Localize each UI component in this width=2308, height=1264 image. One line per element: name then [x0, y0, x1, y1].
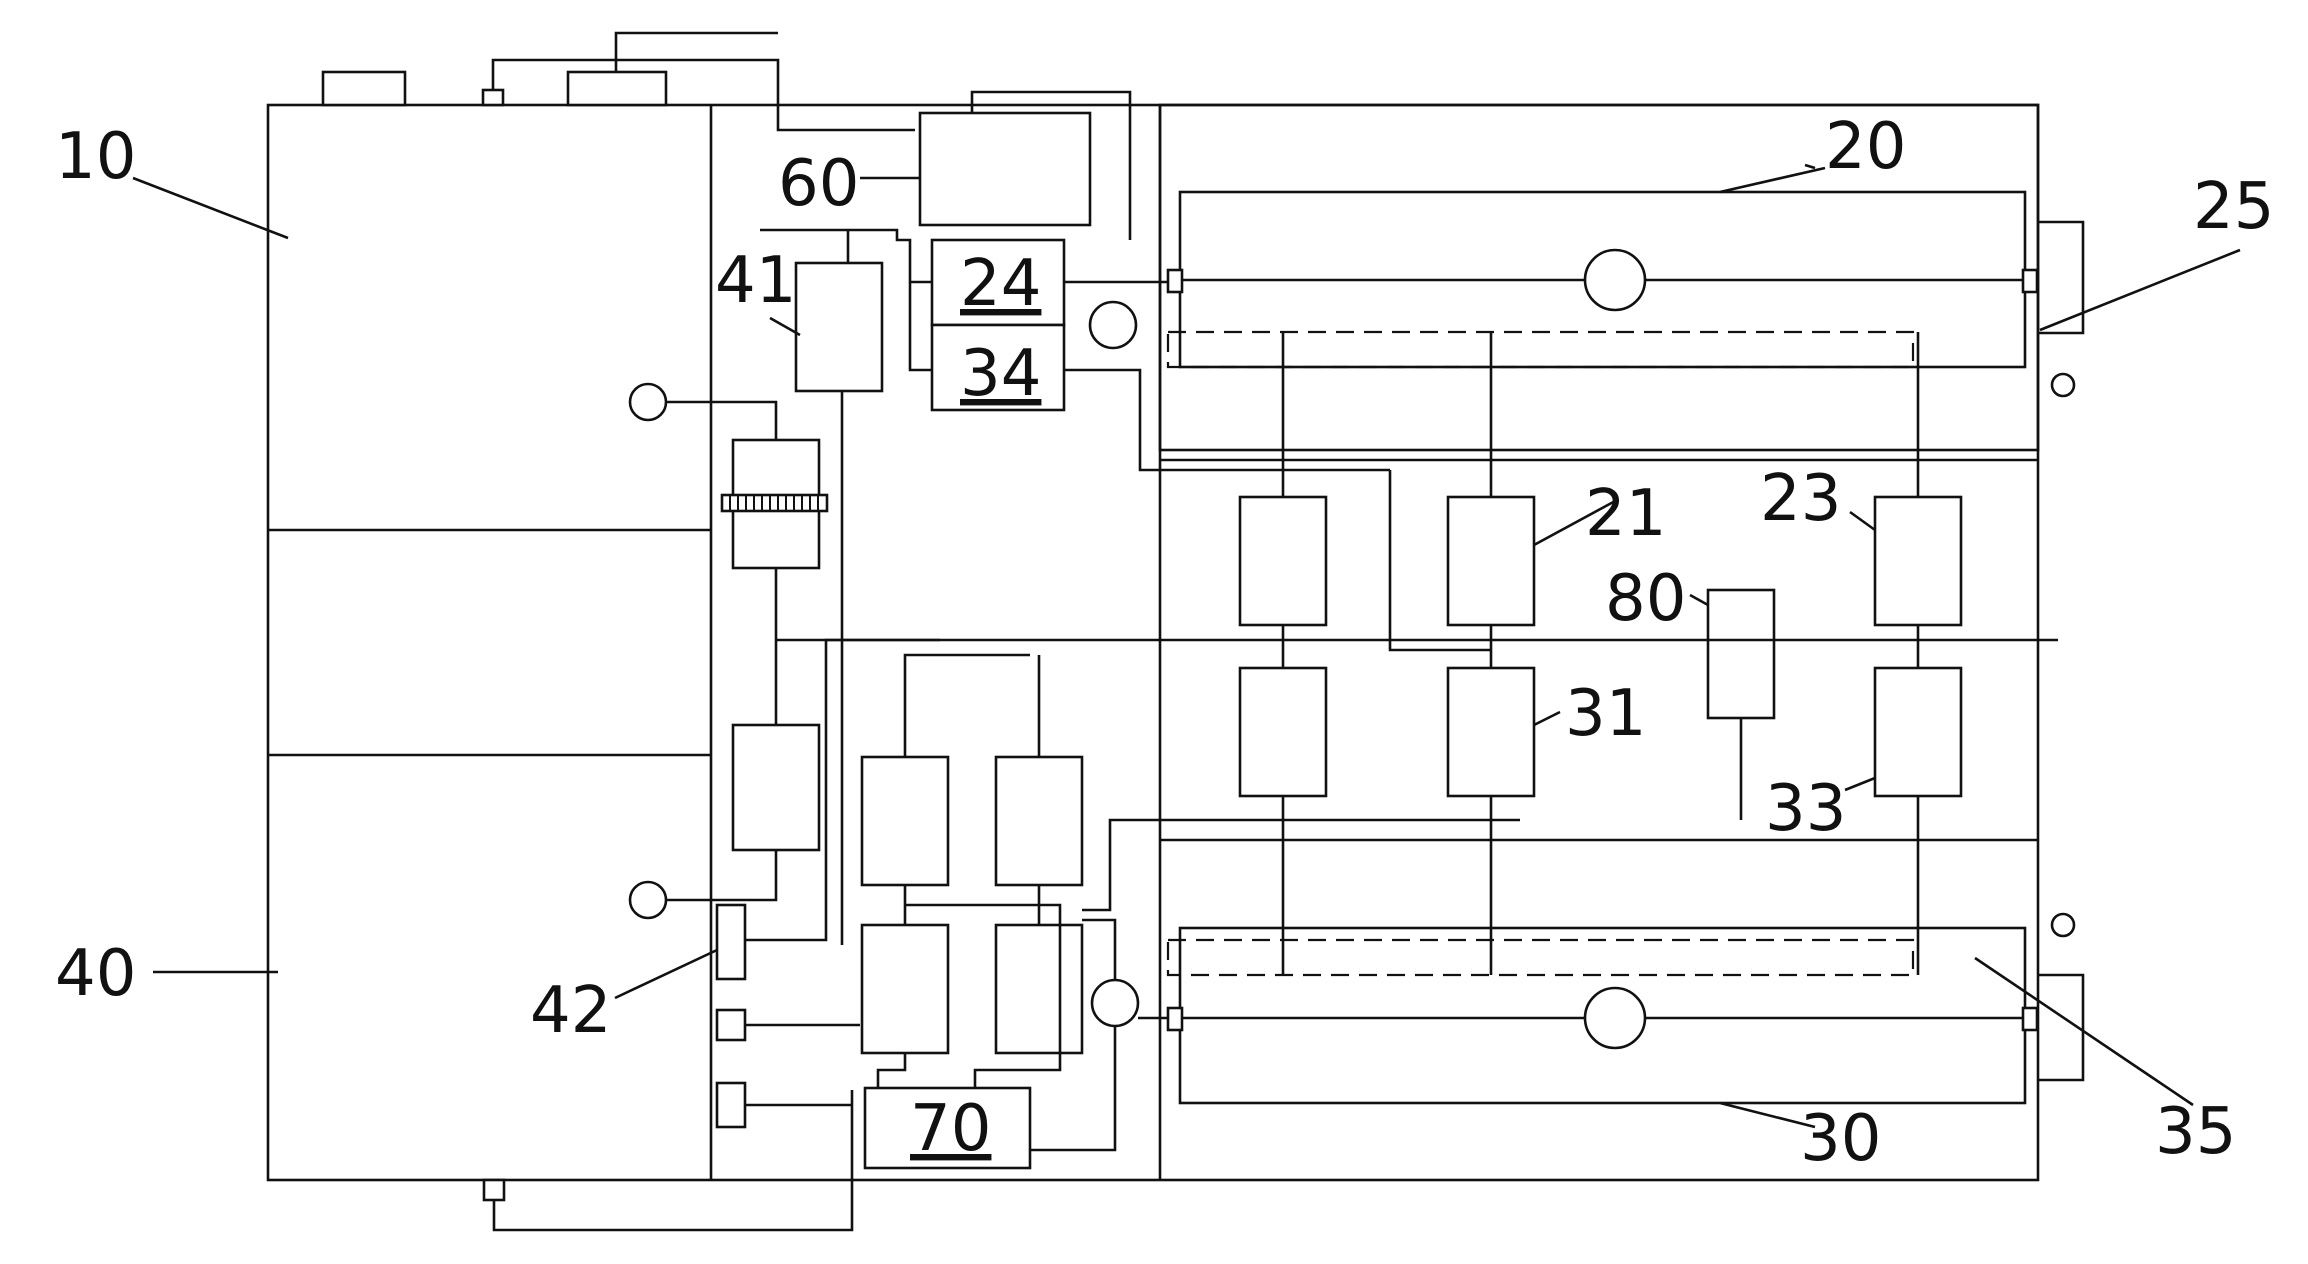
tank-30-outlet [2021, 1006, 2039, 1032]
label-70: 70 [910, 1092, 991, 1166]
top-port-c [481, 88, 505, 107]
middle-controls [760, 90, 1390, 945]
label-60: 60 [778, 147, 859, 221]
bottom-port [482, 1178, 506, 1202]
label-41: 41 [715, 244, 796, 318]
box-41 [794, 261, 884, 393]
label-20: 20 [1825, 110, 1906, 184]
valve-box-23 [1873, 495, 1963, 627]
label-80: 80 [1605, 562, 1686, 636]
sensor-10 [628, 382, 668, 422]
tank-20-sensor [1583, 248, 1647, 312]
leader-lines [132, 163, 2241, 1129]
tank-30-dashed-35 [1166, 938, 1915, 977]
pump-upper [1088, 300, 1138, 350]
label-42: 42 [530, 974, 611, 1048]
label-35: 35 [2155, 1095, 2236, 1169]
label-34: 34 [960, 337, 1041, 411]
lower-middle-controls [860, 653, 1520, 1170]
port-mid [715, 1008, 747, 1042]
valve-box-31 [1446, 666, 1536, 798]
tank-30-inlet [1166, 1006, 1184, 1032]
tank-20-dashed-25 [1166, 330, 1915, 369]
label-23: 23 [1760, 462, 1841, 536]
box-60 [918, 111, 1092, 227]
port-42 [715, 903, 747, 981]
right-section [776, 103, 2085, 1105]
label-40: 40 [55, 937, 136, 1011]
top-port-b [566, 70, 668, 107]
box-80 [1706, 588, 1776, 720]
box-lm-3 [860, 923, 950, 1055]
label-24: 24 [960, 247, 1041, 321]
label-10: 10 [55, 120, 136, 194]
label-30: 30 [1800, 1102, 1881, 1176]
port-low [715, 1081, 747, 1129]
tank-30-small-sensor [2050, 912, 2076, 938]
box-34 [930, 323, 1066, 412]
valve-box-upper-1 [1238, 495, 1328, 627]
tank-20-inlet [1166, 268, 1184, 294]
box-24 [930, 238, 1066, 327]
valve-box-lower-1 [1238, 666, 1328, 798]
unit-40 [482, 638, 940, 1232]
label-33: 33 [1765, 772, 1846, 846]
top-port-a [321, 70, 407, 107]
unit-40-upper-box [731, 723, 821, 852]
tank-30-sensor [1583, 986, 1647, 1050]
valve-box-21 [1446, 495, 1536, 627]
tank-20-small-sensor [2050, 372, 2076, 398]
gear-rack [720, 493, 829, 513]
box-lm-1 [860, 755, 950, 887]
label-25: 25 [2193, 170, 2274, 244]
sensor-40 [628, 880, 668, 920]
reference-labels: 10 20 21 23 24 25 30 31 33 34 35 40 41 4… [55, 110, 2274, 1176]
label-31: 31 [1565, 677, 1646, 751]
box-lm-4 [994, 923, 1084, 1055]
gear-exchanger [720, 438, 829, 725]
unit-10 [321, 31, 915, 440]
label-21: 21 [1585, 477, 1666, 551]
box-lm-2 [994, 755, 1084, 887]
pump-lower [1090, 978, 1140, 1028]
box-70 [863, 1086, 1032, 1170]
valve-box-33 [1873, 666, 1963, 798]
tank-20-outlet [2021, 268, 2039, 294]
